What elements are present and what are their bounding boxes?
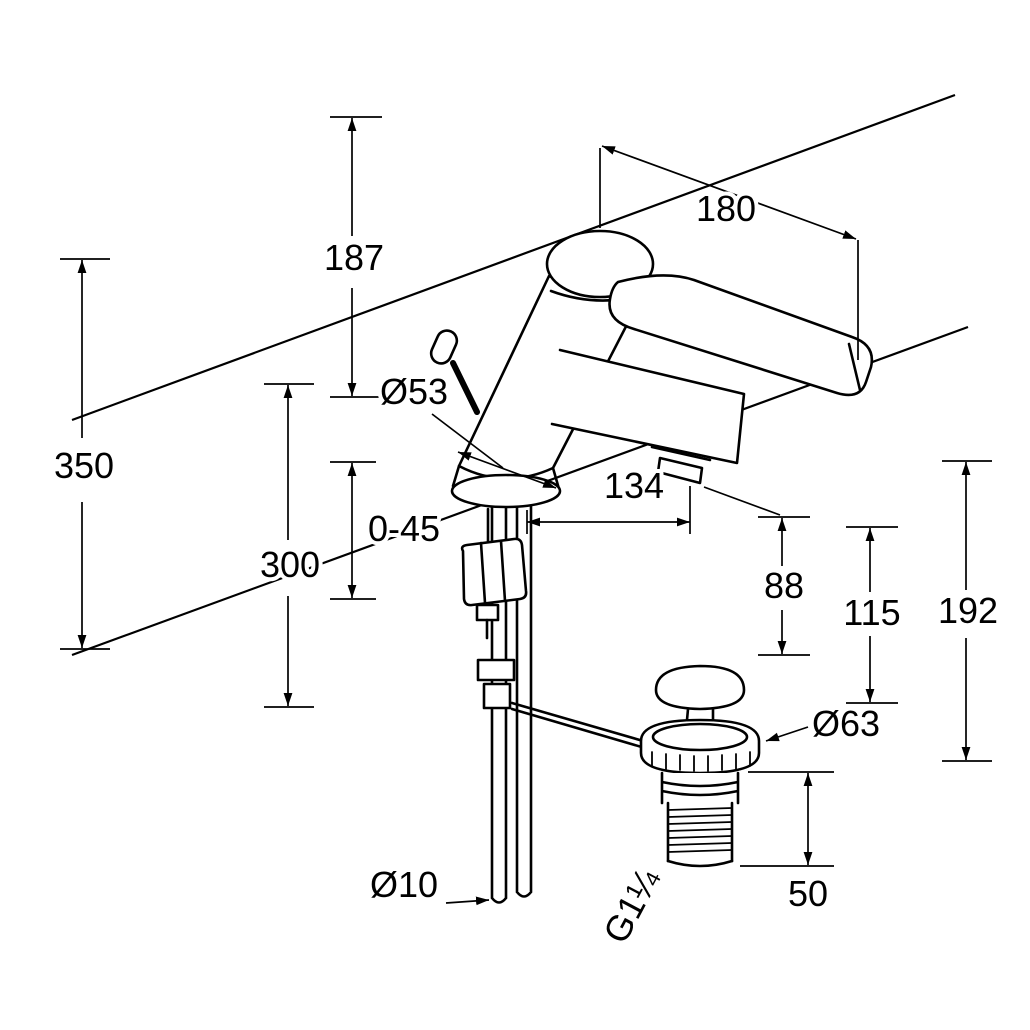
drain-body-fill xyxy=(662,773,738,803)
dim-115: 115 xyxy=(839,526,905,704)
drain-knob-stem xyxy=(685,707,715,722)
side-lever-rod xyxy=(450,360,480,415)
dim-63-leader xyxy=(765,726,809,742)
label-187: 187 xyxy=(324,237,384,278)
label-0-45: 0-45 xyxy=(368,508,440,549)
handle-tip-line xyxy=(847,342,862,392)
dim-g-thread: G1¼ xyxy=(591,857,672,954)
drain-flange-inner xyxy=(651,722,749,752)
drain-knob xyxy=(654,664,746,711)
clamp-upper xyxy=(476,658,516,682)
label-115: 115 xyxy=(843,592,900,633)
dim-88-ext-slant xyxy=(703,486,781,516)
spout-aerator xyxy=(656,456,704,485)
dim-180-line xyxy=(601,145,857,240)
dim-134: 134 xyxy=(526,461,691,534)
label-g-thread: G1¼ xyxy=(595,861,668,950)
dim-53-line xyxy=(457,451,557,489)
label-50: 50 xyxy=(788,873,828,914)
tailpiece-threads xyxy=(667,807,733,853)
pop-up-rod xyxy=(510,701,666,755)
dim-187: 187 xyxy=(320,116,388,398)
dim-0-45: 0-45 xyxy=(330,461,444,600)
label-63: Ø63 xyxy=(812,703,880,744)
pop-up-drain xyxy=(510,664,761,868)
dim-53: Ø53 xyxy=(376,367,557,489)
dim-192: 192 xyxy=(934,460,1002,762)
dim-50: 50 xyxy=(740,771,834,918)
label-10: Ø10 xyxy=(370,864,438,905)
dim-10-leader xyxy=(445,896,490,906)
dim-180: 180 xyxy=(599,145,859,360)
spout-underline xyxy=(650,445,712,462)
base-ring xyxy=(450,473,562,509)
dim-10: Ø10 xyxy=(366,860,490,909)
mounting-nut xyxy=(475,603,500,622)
drain-flange xyxy=(639,718,761,775)
label-350: 350 xyxy=(54,445,114,486)
drain-body xyxy=(660,771,740,805)
side-lever-tip xyxy=(429,329,459,365)
label-53: Ø53 xyxy=(380,371,448,412)
label-192: 192 xyxy=(938,590,998,631)
label-88: 88 xyxy=(764,565,804,606)
clamp-lower xyxy=(482,682,512,710)
dim-88: 88 xyxy=(703,486,810,656)
label-134: 134 xyxy=(604,465,664,506)
mounting-hardware xyxy=(460,507,528,710)
horseshoe-washer xyxy=(460,537,528,607)
horseshoe-slot xyxy=(479,539,507,605)
dim-350: 350 xyxy=(50,258,118,650)
dim-63: Ø63 xyxy=(765,699,884,748)
dimension-annotations: 187 180 350 300 0-45 xyxy=(50,116,1002,954)
dim-300: 300 xyxy=(256,383,324,708)
faucet-spout xyxy=(550,348,746,465)
label-180: 180 xyxy=(696,188,756,229)
tailpiece-bottom xyxy=(666,859,734,868)
drain-flange-hatch xyxy=(651,751,751,772)
faucet-lever-handle xyxy=(608,274,874,397)
label-300: 300 xyxy=(260,544,320,585)
